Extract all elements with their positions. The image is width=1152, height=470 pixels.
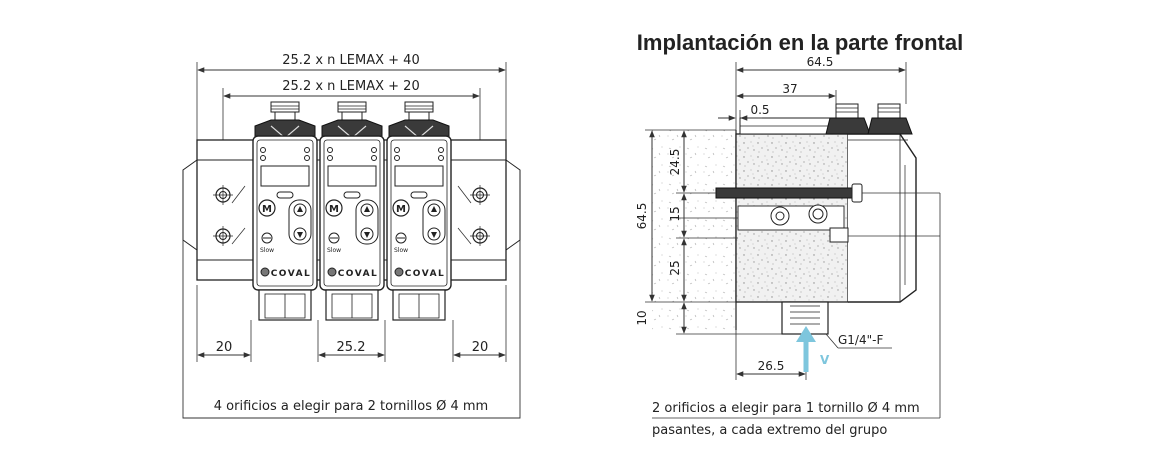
dim-top-total: 64.5 — [735, 55, 907, 130]
dim-bottom-mid-label: 25.2 — [337, 340, 366, 355]
module-3-brand: COVAL — [405, 269, 446, 279]
dim-bottom-mid: 25.2 — [317, 320, 386, 362]
thread-label: G1/4"-F — [838, 333, 883, 347]
right-caption-line1: 2 orificios a elegir para 1 tornillo Ø 4… — [652, 401, 920, 416]
dim-bottom-right: 20 — [452, 285, 507, 362]
module-2-m-button: M — [329, 204, 339, 215]
caption-bracket-left — [182, 240, 521, 419]
module-2-slow-label: Slow — [327, 247, 341, 254]
dim-v-10-label: 10 — [635, 310, 649, 325]
dim-v-245-label: 24.5 — [668, 149, 682, 176]
module-1-brand: COVAL — [271, 269, 312, 279]
dim-bottom-left: 20 — [196, 285, 252, 362]
module-3: M Slow COVAL — [386, 101, 452, 321]
device-side-body — [715, 103, 917, 335]
dim-top-37-label: 37 — [782, 82, 797, 96]
dim-top-05-label: 0.5 — [750, 103, 769, 117]
module-3-m-button: M — [396, 204, 406, 215]
left-front-view: 25.2 x n LEMAX + 40 25.2 x n LEMAX + 20 — [182, 53, 521, 419]
module-1: M Slow COVAL — [252, 101, 318, 321]
module-1-slow-label: Slow — [260, 247, 274, 254]
dim-bottom-265: 26.5 — [735, 330, 807, 380]
dim-left-total-label: 64.5 — [635, 203, 649, 230]
dim-top-outer-label: 25.2 x n LEMAX + 40 — [282, 53, 419, 68]
dim-top-inner-label: 25.2 x n LEMAX + 20 — [282, 79, 419, 94]
module-1-m-button: M — [262, 204, 272, 215]
module-2: M Slow COVAL — [319, 101, 385, 321]
left-caption: 4 orificios a elegir para 2 tornillos Ø … — [214, 399, 488, 414]
dim-top-05: 0.5 — [718, 103, 770, 121]
module-2-brand: COVAL — [338, 269, 379, 279]
flow-arrow: V — [796, 326, 830, 372]
dim-top-37: 37 — [736, 82, 837, 104]
dim-v-25-label: 25 — [668, 260, 682, 275]
dim-vertical-chain: 24.5 15 25 10 — [635, 130, 782, 335]
flow-label: V — [820, 353, 830, 367]
dim-bottom-left-label: 20 — [216, 340, 233, 355]
right-caption-line2: pasantes, a cada extremo del grupo — [652, 423, 887, 438]
right-side-view: Implantación en la parte frontal — [635, 30, 963, 438]
dim-top-inner: 25.2 x n LEMAX + 20 — [222, 79, 481, 140]
right-view-title: Implantación en la parte frontal — [637, 30, 963, 55]
dim-bottom-right-label: 20 — [472, 340, 489, 355]
module-3-slow-label: Slow — [394, 247, 408, 254]
wall-section — [652, 130, 736, 330]
dim-left-total: 64.5 — [635, 129, 736, 303]
dim-top-total-label: 64.5 — [807, 55, 834, 69]
dim-v-15-label: 15 — [668, 206, 682, 221]
dim-bottom-265-label: 26.5 — [758, 359, 785, 373]
